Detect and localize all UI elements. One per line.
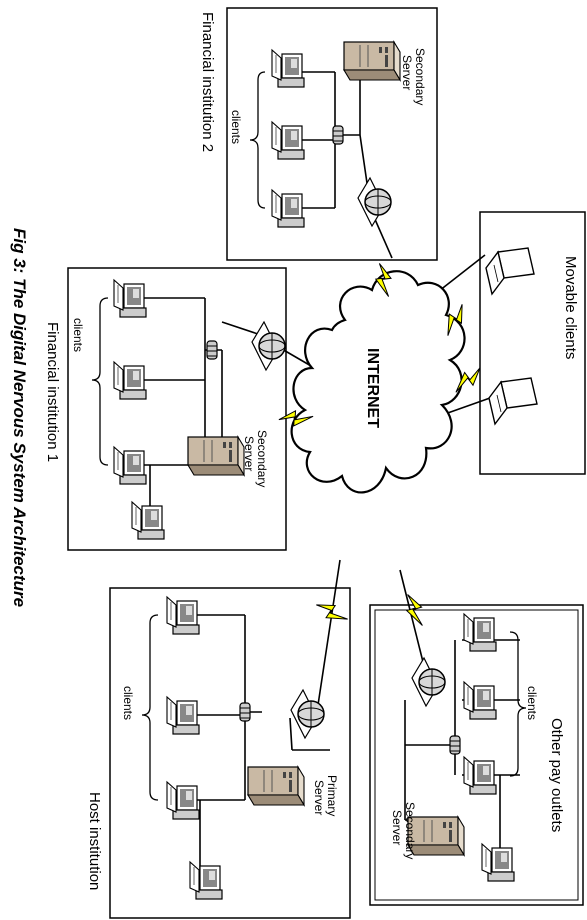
router-globe-icon	[412, 658, 445, 706]
server-label-line1: Primary	[325, 775, 339, 816]
hub-icon	[207, 341, 217, 359]
server-label-line2: Server	[242, 436, 256, 471]
router-globe-icon	[252, 322, 285, 370]
desktop-computer-icon	[464, 614, 496, 651]
desktop-computer-icon	[272, 122, 304, 159]
desktop-computer-icon	[167, 697, 199, 734]
internet-label: INTERNET	[364, 348, 381, 428]
desktop-computer-icon	[464, 757, 496, 794]
group-title-fi2: Financial institution 2	[199, 12, 216, 152]
hub-icon	[333, 126, 343, 144]
desktop-computer-icon	[167, 597, 199, 634]
group-title-host: Host institution	[86, 792, 103, 890]
desktop-computer-icon	[114, 362, 146, 399]
desktop-computer-icon	[114, 447, 146, 484]
router-globe-icon	[358, 178, 391, 226]
clients-label: clients	[525, 686, 539, 720]
desktop-computer-icon	[272, 50, 304, 87]
desktop-computer-icon	[464, 682, 496, 719]
server-label-line2: Server	[390, 810, 404, 845]
server-label-line2: Server	[400, 55, 414, 90]
desktop-computer-icon	[190, 862, 222, 899]
clients-label: clients	[71, 318, 85, 352]
desktop-computer-icon	[114, 280, 146, 317]
server-label-line1: Secondary	[403, 802, 417, 859]
desktop-computer-icon	[167, 782, 199, 819]
group-title-fi1: Financial institution 1	[44, 322, 61, 462]
secondary-server-icon-fi1	[188, 437, 244, 475]
primary-server-icon	[248, 767, 304, 805]
laptop-icon	[486, 248, 534, 294]
laptop-icon	[489, 378, 537, 424]
server-label-line1: Secondary	[413, 48, 427, 105]
group-title-movable: Movable clients	[562, 256, 579, 359]
figure-caption: Fig 3: The Digital Nervous System Archit…	[10, 228, 29, 607]
server-label-line1: Secondary	[255, 430, 269, 487]
group-title-other: Other pay outlets	[548, 718, 565, 832]
group-box-fi1	[68, 268, 286, 550]
secondary-server-icon-fi2	[344, 42, 400, 80]
clients-label: clients	[121, 686, 135, 720]
group-box-host	[110, 588, 350, 918]
hub-icon	[240, 703, 250, 721]
hub-icon	[450, 736, 460, 754]
clients-label: clients	[229, 110, 243, 144]
server-label-line2: Server	[312, 780, 326, 815]
desktop-computer-icon	[272, 190, 304, 227]
desktop-computer-icon	[132, 502, 164, 539]
desktop-computer-icon	[482, 844, 514, 881]
